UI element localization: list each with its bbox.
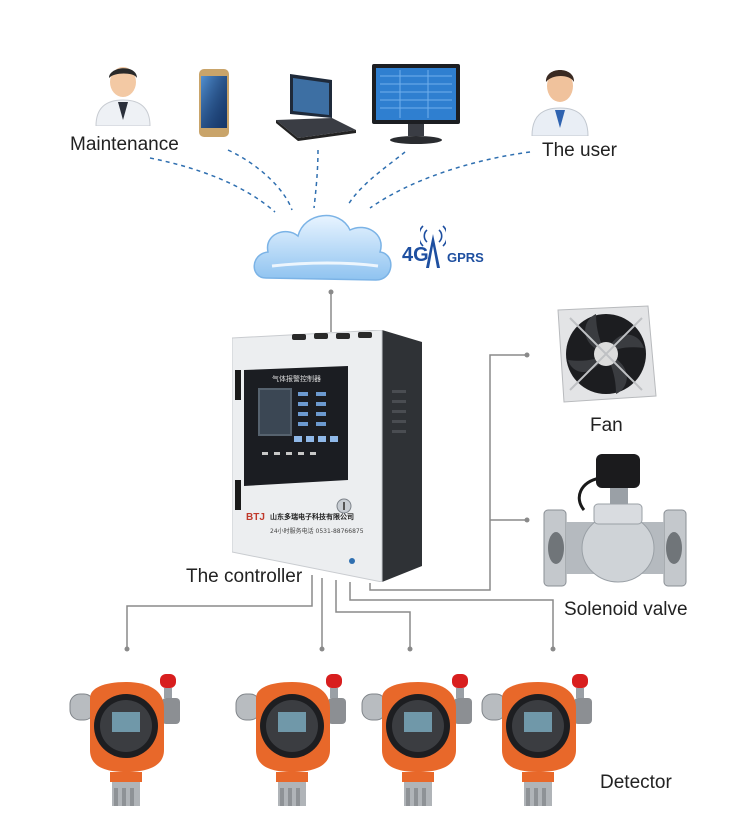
detector-label: Detector [600,772,672,793]
wireless-links [149,149,531,213]
solenoid-valve-icon [543,454,687,587]
controller-header-text: 气体报警控制器 [272,375,321,383]
fan-icon [557,305,657,403]
user-label: The user [542,140,617,161]
laptop-icon [276,74,356,141]
fan-label: Fan [590,415,623,436]
detector-icon [481,674,592,806]
smartphone-icon [199,69,229,137]
controller-label: The controller [186,566,303,587]
maintenance-person-icon [95,67,151,126]
cloud-icon [253,214,392,281]
controller-cabinet-icon: 气体报警控制器 BTJ 山东多瑞电子科技有限公司 24小时服务电话 0531-8… [232,330,422,582]
network-gprs-label: GPRS [447,250,484,265]
antenna-tower-icon [420,225,446,268]
desktop-monitor-icon [372,64,460,144]
solenoid-valve-label: Solenoid valve [564,599,688,620]
controller-company-name: 山东多瑞电子科技有限公司 [270,513,354,521]
controller-service-line: 24小时服务电话 0531-88766875 [270,528,364,535]
controller-brand-logo: BTJ [246,512,265,523]
network-4g-label: 4G [402,244,429,266]
detector-icon [361,674,472,806]
user-person-icon [531,70,589,136]
detector-icon [235,674,346,806]
detector-icon [69,674,180,806]
maintenance-label: Maintenance [70,134,179,155]
